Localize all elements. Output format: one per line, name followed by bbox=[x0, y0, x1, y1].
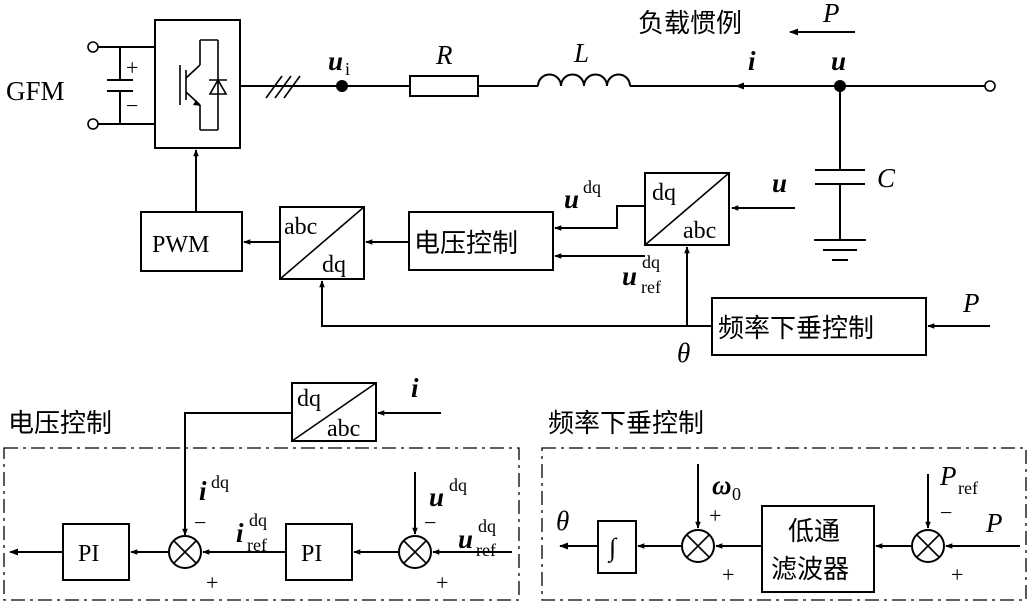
freq-sum-plus-bottom: + bbox=[722, 562, 734, 587]
udqref-in-label-sub: ref bbox=[476, 540, 496, 560]
idqref-label-main: i bbox=[236, 518, 244, 548]
summing-junction-inner bbox=[168, 535, 202, 569]
integrator-block bbox=[597, 520, 637, 574]
dq-abc-top-bottom-label: abc bbox=[683, 218, 716, 244]
freq-droop-title: 频率下垂控制 bbox=[548, 409, 704, 439]
inductor-label: L bbox=[573, 38, 589, 68]
udqref-label-sup: dq bbox=[642, 252, 660, 272]
dc-plus-sign: + bbox=[126, 55, 138, 80]
lowpass-filter-block bbox=[761, 505, 875, 593]
idqref-label-sub: ref bbox=[247, 535, 267, 555]
ac-line: u i R L i u 负载惯例 P C bbox=[240, 0, 996, 261]
abc-dq-bottom-label: dq bbox=[322, 252, 346, 278]
omega0-label-sub: 0 bbox=[732, 484, 741, 504]
pi-block-right bbox=[285, 523, 353, 581]
freq-droop-label: 频率下垂控制 bbox=[718, 314, 874, 344]
freq-sum-plus-top: + bbox=[709, 503, 721, 528]
omega0-label-main: ω bbox=[712, 470, 732, 500]
dc-terminal-bottom bbox=[87, 118, 99, 130]
sum1-plus: + bbox=[206, 570, 218, 595]
three-phase-mark-1 bbox=[265, 75, 283, 99]
udq-label-main: u bbox=[564, 184, 579, 214]
top-control-loop: PWM abc dq 电压控制 u dq u dq ref dq abc u θ… bbox=[140, 149, 990, 368]
voltage-control-block bbox=[408, 211, 554, 271]
udq-fb-label-main: u bbox=[429, 482, 444, 512]
summing-junction-power bbox=[911, 529, 945, 563]
dq-abc-bottom-bottom-label: abc bbox=[327, 416, 360, 442]
idqref-label-sup: dq bbox=[249, 510, 267, 530]
pwm-block bbox=[140, 211, 243, 272]
pref-label-main: P bbox=[939, 461, 957, 491]
freq-droop-detail: 频率下垂控制 θ ∫ ω 0 + + 低通 滤波器 P ref − P bbox=[541, 409, 1027, 601]
abc-dq-top-label: abc bbox=[284, 214, 317, 240]
voltage-control-label: 电压控制 bbox=[414, 229, 518, 259]
lowpass-label-2: 滤波器 bbox=[771, 555, 849, 585]
udq-fb-label-sup: dq bbox=[449, 475, 467, 495]
idq-label-main: i bbox=[199, 476, 207, 506]
dc-minus-sign: − bbox=[126, 93, 138, 118]
summing-junction-freq bbox=[681, 529, 715, 563]
power-in-p-label: P bbox=[985, 508, 1003, 538]
voltage-control-frame bbox=[3, 447, 520, 601]
dc-terminal-top bbox=[87, 41, 99, 53]
voltage-control-detail: 电压控制 dq abc i i dq − + PI i dq ref PI bbox=[3, 373, 520, 601]
udqref-label-sub: ref bbox=[641, 277, 661, 297]
udq-label-sup: dq bbox=[583, 177, 601, 197]
load-inertia-label: 负载惯例 bbox=[638, 9, 742, 39]
theta-label-top: θ bbox=[677, 338, 690, 368]
udqref-label-main: u bbox=[622, 261, 637, 291]
voltage-control-title: 电压控制 bbox=[8, 409, 112, 439]
pi-block-left bbox=[62, 523, 130, 581]
udqref-in-label-sup: dq bbox=[478, 516, 496, 536]
three-phase-mark-3 bbox=[283, 75, 301, 99]
idq-label-sup: dq bbox=[211, 472, 229, 492]
capacitor-label: C bbox=[877, 163, 896, 193]
freq-droop-p-label: P bbox=[962, 288, 980, 318]
current-i-label: i bbox=[748, 46, 756, 76]
node-ui bbox=[336, 80, 348, 92]
pi-right-label: PI bbox=[301, 541, 322, 567]
power-sum-minus: − bbox=[940, 500, 952, 525]
three-phase-mark-2 bbox=[274, 75, 292, 99]
udqref-in-label-main: u bbox=[458, 524, 473, 554]
grid-terminal bbox=[984, 80, 996, 92]
gfm-label: GFM bbox=[6, 76, 65, 106]
summing-junction-outer bbox=[398, 535, 432, 569]
ground-icon bbox=[814, 239, 866, 261]
power-sum-plus: + bbox=[951, 562, 963, 587]
load-power-label: P bbox=[822, 0, 840, 28]
feedback-u-label: u bbox=[772, 168, 787, 198]
inverter-diode-icon bbox=[208, 78, 228, 95]
dq-abc-top-top-label: dq bbox=[652, 180, 676, 206]
pref-label-sub: ref bbox=[958, 478, 978, 498]
feedback-i-label: i bbox=[411, 373, 419, 403]
theta-label-bottom: θ bbox=[556, 506, 569, 536]
resistor-r bbox=[409, 75, 479, 97]
node-u-label: u bbox=[831, 46, 846, 76]
ui-label-sub: i bbox=[345, 59, 350, 79]
freq-droop-block bbox=[711, 297, 927, 356]
lowpass-label-1: 低通 bbox=[788, 517, 840, 547]
pi-left-label: PI bbox=[78, 541, 99, 567]
freq-droop-frame bbox=[541, 447, 1027, 601]
sum2-minus: − bbox=[424, 510, 436, 535]
resistor-label: R bbox=[435, 40, 453, 70]
ui-label-main: u bbox=[328, 46, 343, 76]
integrator-label: ∫ bbox=[607, 533, 618, 563]
inductor-l bbox=[537, 73, 631, 87]
dq-abc-bottom-top-label: dq bbox=[297, 386, 321, 412]
sum2-plus: + bbox=[436, 570, 448, 595]
dc-source-section: GFM + − bbox=[6, 41, 155, 130]
sum1-minus: − bbox=[194, 510, 206, 535]
inverter-block bbox=[154, 19, 241, 149]
pwm-label: PWM bbox=[152, 232, 209, 258]
